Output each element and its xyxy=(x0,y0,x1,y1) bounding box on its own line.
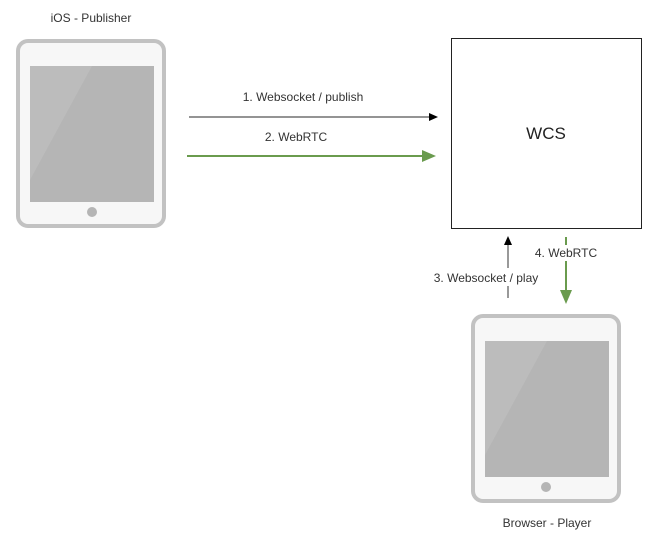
wcs-label: WCS xyxy=(526,124,566,143)
publisher-label: iOS - Publisher xyxy=(51,11,132,25)
edge-websocket-play: 3. Websocket / play xyxy=(420,236,550,298)
screen-glare xyxy=(485,341,547,455)
edge-label-websocket-publish: 1. Websocket / publish xyxy=(243,90,364,104)
arrowhead-icon xyxy=(560,290,572,304)
arrowhead-icon xyxy=(504,236,512,245)
arrowhead-icon xyxy=(429,113,438,121)
arrowhead-icon xyxy=(422,150,436,162)
wcs-box-border xyxy=(451,38,642,229)
screen-glare xyxy=(30,66,92,180)
publisher-tablet-icon xyxy=(16,39,166,228)
edge-webrtc-play: 4. WebRTC xyxy=(527,237,605,304)
player-tablet-icon xyxy=(471,314,621,503)
edge-label-websocket-play: 3. Websocket / play xyxy=(434,271,539,285)
home-button-icon xyxy=(541,482,551,492)
label-background xyxy=(420,268,550,286)
home-button-icon xyxy=(87,207,97,217)
edge-webrtc-publish: 2. WebRTC xyxy=(187,130,436,162)
player-label: Browser - Player xyxy=(503,516,592,530)
wcs-server-box[interactable]: WCS xyxy=(451,38,642,229)
edge-label-webrtc-publish: 2. WebRTC xyxy=(265,130,328,144)
label-background xyxy=(527,245,605,261)
edge-label-webrtc-play: 4. WebRTC xyxy=(535,246,598,260)
edge-websocket-publish: 1. Websocket / publish xyxy=(189,90,438,121)
